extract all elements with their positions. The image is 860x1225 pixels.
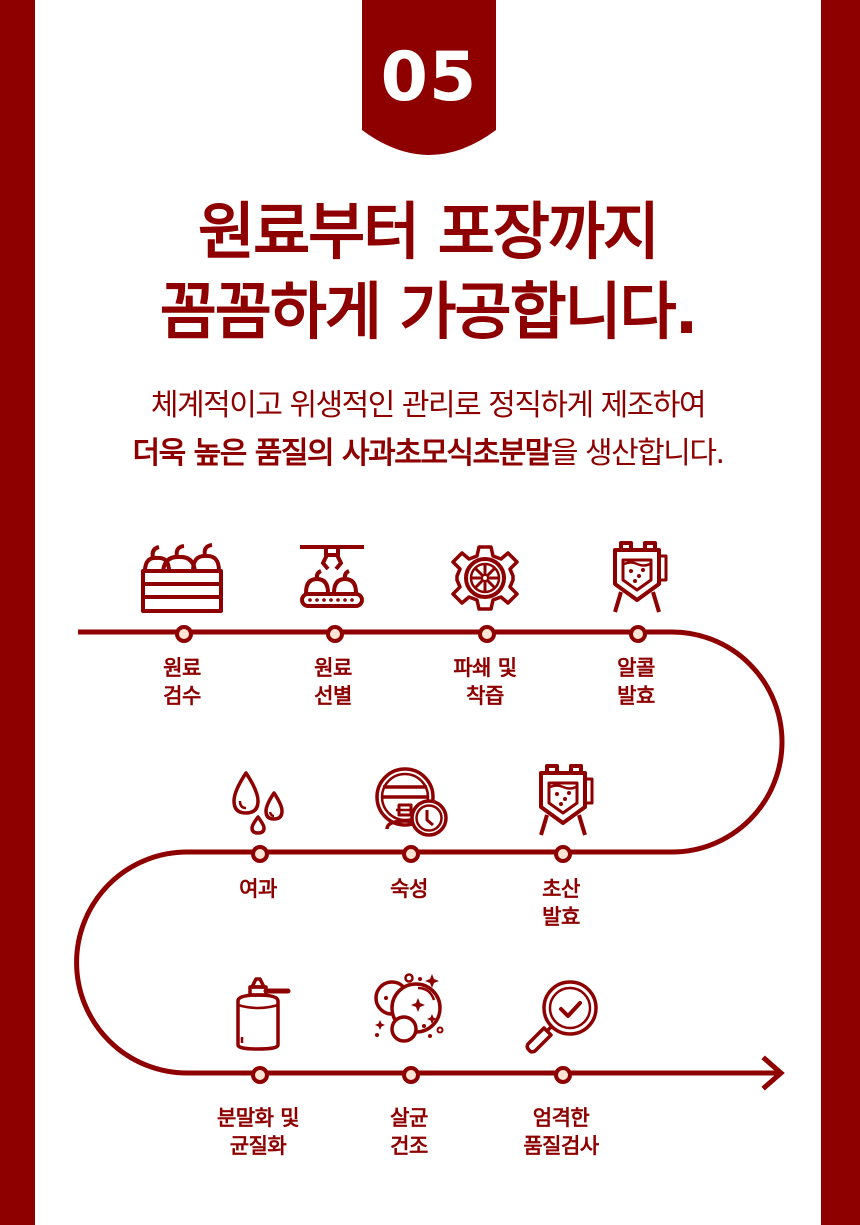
step-label-powdering: 분말화 및 균질화: [188, 1104, 328, 1160]
step-label-line: 살균: [390, 1106, 428, 1130]
step-node: [478, 625, 496, 643]
step-label-line: 검수: [163, 684, 201, 708]
step-label-line: 숙성: [390, 877, 428, 901]
aging-barrel-clock-icon: [375, 767, 448, 837]
fermentation-tank-icon: [613, 541, 668, 613]
crusher-gear-icon: [451, 545, 519, 611]
step-label-line: 분말화 및: [216, 1106, 300, 1130]
step-label-line: 원료: [314, 656, 352, 680]
badge-number: 05: [380, 38, 478, 117]
title-line-2: 꼼꼼하게 가공합니다.: [159, 275, 699, 348]
subtitle-line-2: 더욱 높은 품질의 사과초모식초분말을 생산합니다.: [35, 430, 821, 478]
step-label-line: 선별: [314, 684, 352, 708]
apple-crate-icon: [141, 543, 223, 613]
step-node: [402, 845, 420, 863]
step-label-line: 발효: [617, 684, 655, 708]
step-label-line: 착즙: [466, 684, 504, 708]
fermentation-tank-icon: [539, 764, 594, 836]
step-node: [175, 625, 193, 643]
page-title: 원료부터 포장까지 꼼꼼하게 가공합니다.: [35, 192, 821, 352]
step-label-aging: 숙성: [339, 875, 479, 903]
conveyor-sorting-icon: [300, 545, 364, 608]
step-label-raw-inspection: 원료 검수: [112, 654, 252, 710]
powder-container-icon: [236, 977, 291, 1051]
water-drops-icon: [232, 771, 284, 835]
page-subtitle: 체계적이고 위생적인 관리로 정직하게 제조하여 더욱 높은 품질의 사과초모식…: [35, 382, 821, 478]
badge-shield-shape: [362, 0, 496, 155]
step-label-line: 건조: [390, 1134, 428, 1158]
subtitle-line-1: 체계적이고 위생적인 관리로 정직하게 제조하여: [150, 388, 707, 423]
step-node: [326, 625, 344, 643]
step-label-alcohol-fermentation: 알콜 발효: [566, 654, 706, 710]
subtitle-tail: 을 생산합니다.: [550, 436, 725, 471]
sterilization-bubbles-icon: [374, 973, 444, 1043]
step-label-line: 원료: [163, 656, 201, 680]
right-border: [821, 0, 860, 1225]
step-label-line: 품질검사: [523, 1134, 599, 1158]
step-label-sterilization-drying: 살균 건조: [339, 1104, 479, 1160]
step-label-crushing-juicing: 파쇄 및 착즙: [415, 654, 555, 710]
step-label-filtration: 여과: [188, 875, 328, 903]
left-border: [0, 0, 35, 1225]
subtitle-emphasis: 더욱 높은 품질의 사과초모식초분말: [132, 436, 552, 471]
arrow-head-icon: [761, 1055, 785, 1091]
step-label-line: 균질화: [229, 1134, 287, 1158]
step-node: [251, 845, 269, 863]
step-node: [251, 1066, 269, 1084]
step-label-line: 여과: [239, 877, 277, 901]
step-label-line: 발효: [542, 905, 580, 929]
step-label-quality-inspection: 엄격한 품질검사: [491, 1104, 631, 1160]
magnifier-check-icon: [525, 980, 598, 1054]
step-label-raw-sorting: 원료 선별: [263, 654, 403, 710]
step-node: [629, 625, 647, 643]
step-node: [554, 845, 572, 863]
step-label-acetic-fermentation: 초산 발효: [491, 875, 631, 931]
title-line-1: 원료부터 포장까지: [198, 195, 660, 268]
step-label-line: 알콜: [617, 656, 655, 680]
step-label-line: 엄격한: [532, 1106, 590, 1130]
step-label-line: 파쇄 및: [453, 656, 517, 680]
step-node: [554, 1066, 572, 1084]
step-number-badge: 05: [362, 0, 496, 165]
step-node: [402, 1066, 420, 1084]
step-label-line: 초산: [542, 877, 580, 901]
